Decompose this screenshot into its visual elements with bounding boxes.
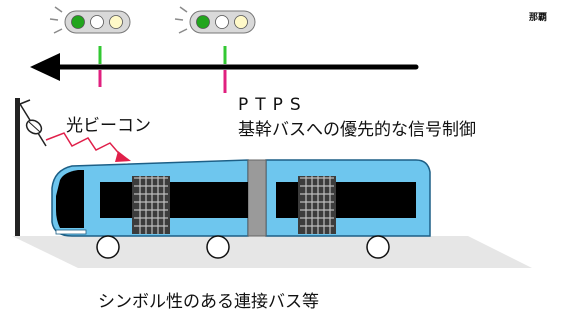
beacon-label: 光ビーコン [66, 116, 151, 136]
ptps-title: PTPS [238, 95, 308, 115]
optical-beacon-icon [15, 98, 47, 236]
beacon-signal-ray [45, 132, 131, 162]
traffic-signal-icon [49, 6, 131, 34]
diagram-caption: シンボル性のある連接バス等 [98, 292, 319, 312]
direction-arrow-icon [30, 53, 419, 81]
corner-label: 那覇 [529, 13, 548, 23]
articulated-bus-icon [51, 159, 431, 259]
traffic-signal-icon [174, 6, 256, 34]
road-surface [12, 236, 532, 268]
ptps-description: 基幹バスへの優先的な信号制御 [238, 120, 476, 140]
